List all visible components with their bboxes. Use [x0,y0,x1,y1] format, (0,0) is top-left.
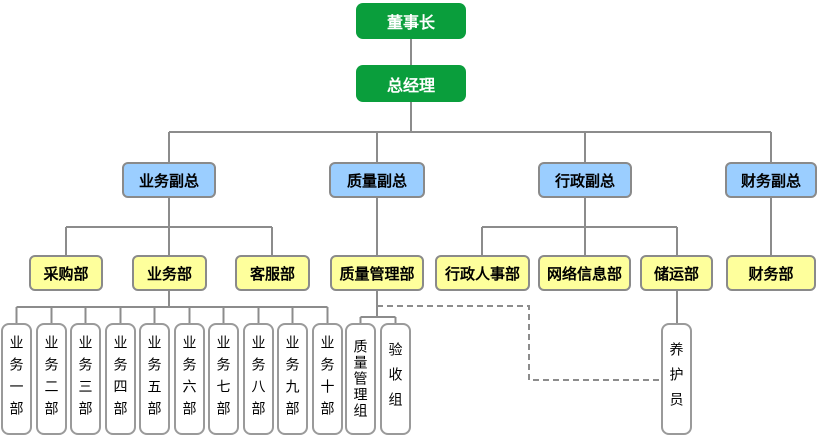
node-dept-network-info: 网络信息部 [538,255,631,291]
node-general-manager: 总经理 [356,65,466,102]
node-dept-admin-hr: 行政人事部 [435,255,530,291]
node-team-business-8: 业务八部 [243,323,274,435]
node-dept-business: 业务部 [132,255,207,291]
node-vp-finance: 财务副总 [725,162,817,198]
node-dept-customer-service: 客服部 [235,255,310,291]
node-dept-procurement: 采购部 [29,255,103,291]
node-team-business-2: 业务二部 [36,323,67,435]
node-team-business-7: 业务七部 [208,323,239,435]
node-team-business-5: 业务五部 [139,323,170,435]
node-team-business-4: 业务四部 [105,323,136,435]
node-vp-business: 业务副总 [122,162,216,198]
node-team-business-3: 业务三部 [70,323,101,435]
node-team-acceptance-group: 验收组 [380,323,411,435]
node-team-quality-management-group: 质量管理组 [345,323,376,435]
node-team-business-10: 业务十部 [312,323,343,435]
node-dept-storage-transport: 储运部 [640,255,713,291]
node-vp-quality: 质量副总 [329,162,425,198]
node-chairman: 董事长 [356,3,466,39]
node-dept-finance: 财务部 [726,255,816,291]
node-dept-quality-management: 质量管理部 [330,255,424,291]
node-team-caretaker: 养护员 [661,323,692,435]
node-team-business-1: 业务一部 [1,323,32,435]
node-team-business-6: 业务六部 [174,323,205,435]
node-team-business-9: 业务九部 [277,323,308,435]
node-vp-admin: 行政副总 [538,162,632,198]
dashed-connector [377,305,660,381]
